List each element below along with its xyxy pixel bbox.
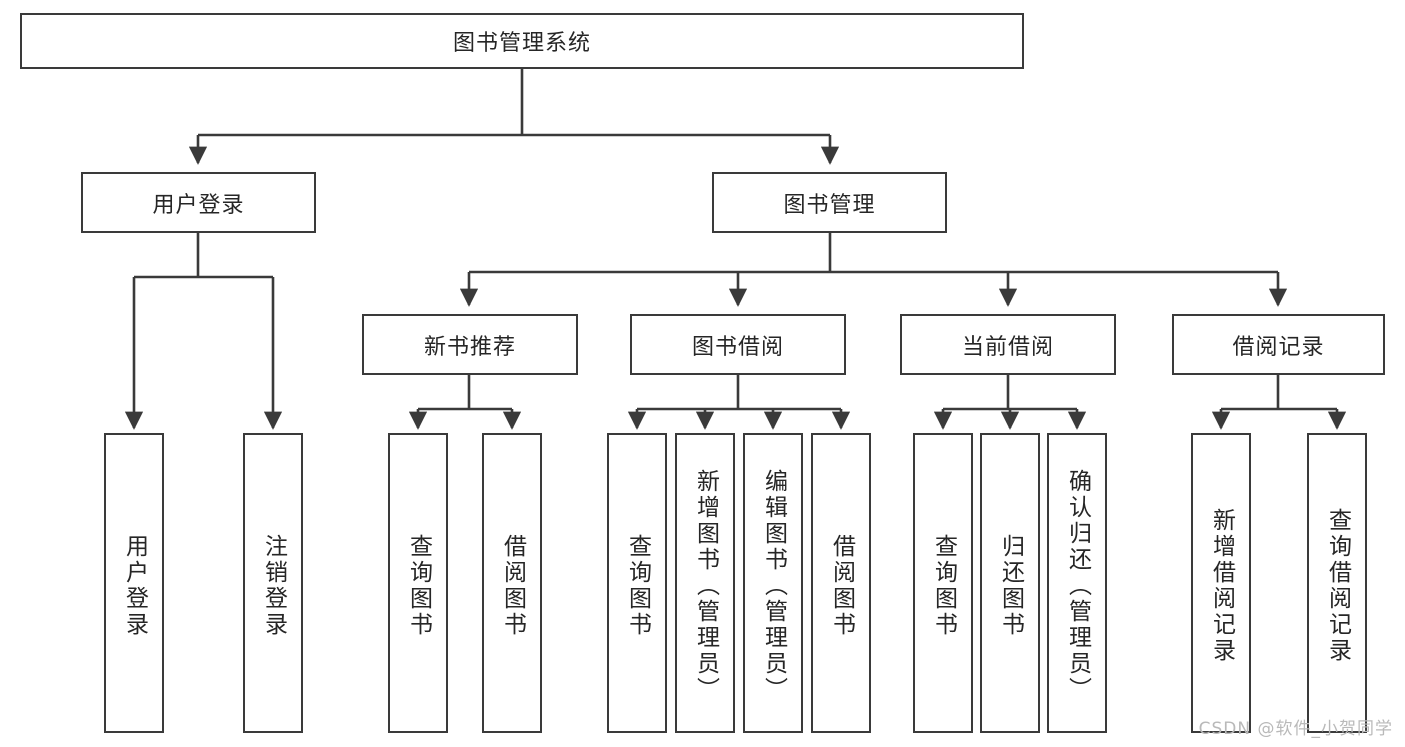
node-new-book-recommend[interactable]: 新书推荐 — [362, 314, 578, 375]
node-label: 用户登录 — [152, 192, 245, 218]
leaf-borrow-book-2[interactable]: 借阅图书 — [811, 433, 871, 733]
leaf-label: 确认归还（管理员） — [1064, 469, 1091, 703]
leaf-label: 归还图书 — [997, 534, 1024, 638]
node-book-borrow[interactable]: 图书借阅 — [630, 314, 846, 375]
leaf-label: 新增借阅记录 — [1208, 508, 1235, 664]
node-label: 图书管理系统 — [452, 31, 591, 56]
leaf-label: 查询借阅记录 — [1324, 508, 1351, 664]
leaf-label: 借阅图书 — [499, 534, 526, 638]
leaf-add-record[interactable]: 新增借阅记录 — [1191, 433, 1251, 733]
leaf-logout-login[interactable]: 注销登录 — [243, 433, 303, 733]
leaf-edit-book[interactable]: 编辑图书（管理员） — [743, 433, 803, 733]
leaf-label: 借阅图书 — [828, 534, 855, 638]
leaf-query-book-1[interactable]: 查询图书 — [388, 433, 448, 733]
leaf-query-book-3[interactable]: 查询图书 — [913, 433, 973, 733]
leaf-label: 新增图书（管理员） — [692, 469, 719, 703]
node-current-borrow[interactable]: 当前借阅 — [900, 314, 1116, 375]
node-borrow-record[interactable]: 借阅记录 — [1172, 314, 1385, 375]
leaf-return-book[interactable]: 归还图书 — [980, 433, 1040, 733]
leaf-add-book[interactable]: 新增图书（管理员） — [675, 433, 735, 733]
leaf-label: 用户登录 — [121, 534, 148, 638]
leaf-label: 编辑图书（管理员） — [760, 469, 787, 703]
node-label: 新书推荐 — [423, 334, 516, 360]
leaf-query-record[interactable]: 查询借阅记录 — [1307, 433, 1367, 733]
node-book-management-system[interactable]: 图书管理系统 — [20, 13, 1024, 69]
leaf-user-login[interactable]: 用户登录 — [104, 433, 164, 733]
leaf-label: 查询图书 — [930, 534, 957, 638]
leaf-borrow-book-1[interactable]: 借阅图书 — [482, 433, 542, 733]
leaf-label: 注销登录 — [260, 534, 287, 638]
node-label: 图书管理 — [783, 192, 876, 218]
leaf-query-book-2[interactable]: 查询图书 — [607, 433, 667, 733]
leaf-label: 查询图书 — [405, 534, 432, 638]
node-label: 借阅记录 — [1232, 334, 1325, 360]
node-label: 当前借阅 — [961, 334, 1054, 360]
node-book-manage[interactable]: 图书管理 — [712, 172, 947, 233]
node-label: 图书借阅 — [691, 334, 784, 360]
leaf-confirm-return[interactable]: 确认归还（管理员） — [1047, 433, 1107, 733]
leaf-label: 查询图书 — [624, 534, 651, 638]
node-user-login[interactable]: 用户登录 — [81, 172, 316, 233]
